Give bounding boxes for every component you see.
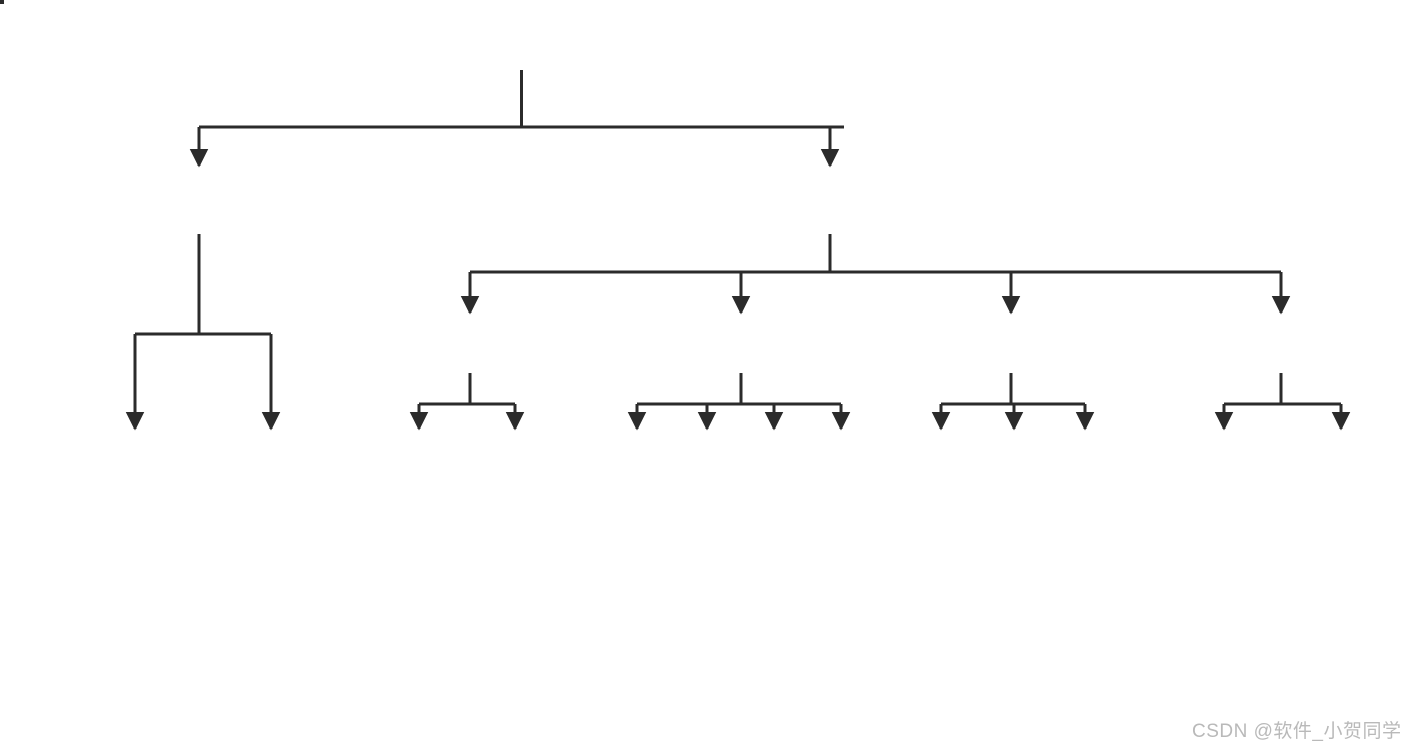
node-leaf-query-record[interactable]	[0, 0, 4, 4]
watermark: CSDN @软件_小贺同学	[1192, 721, 1402, 742]
